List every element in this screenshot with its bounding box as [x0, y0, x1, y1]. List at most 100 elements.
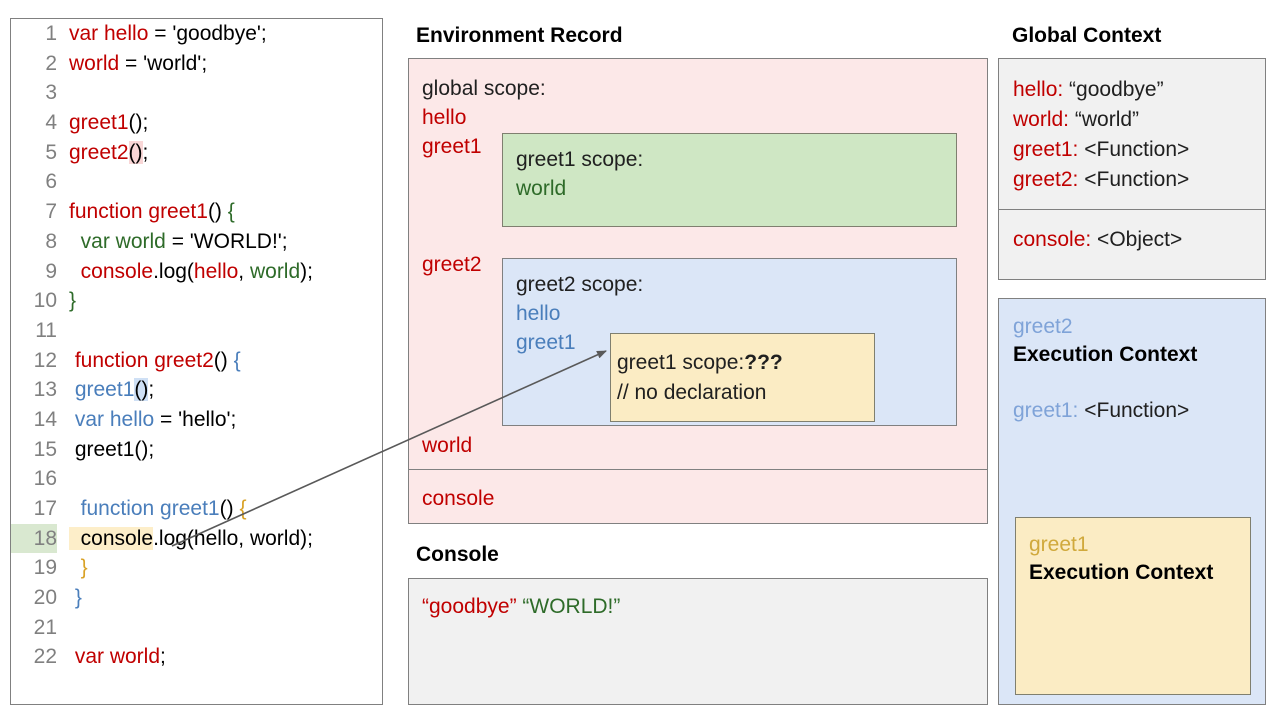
code-token: console: [69, 526, 154, 550]
global-context-title: Global Context: [1012, 24, 1162, 47]
code-line[interactable]: 6: [11, 167, 382, 197]
code-line-text: var world;: [57, 642, 166, 672]
line-number: 13: [33, 378, 57, 402]
greet2-scope-var-hello: hello: [516, 302, 561, 325]
code-token: function greet2: [69, 348, 214, 372]
code-token: hello: [193, 259, 239, 283]
global-context-var-key: greet2:: [1013, 168, 1079, 191]
global-context-variables: hello: “goodbye”world: “world”greet1: <F…: [999, 59, 1265, 210]
code-token: world: [249, 259, 301, 283]
code-line[interactable]: 10}: [11, 286, 382, 316]
greet1-scope-var-world: world: [516, 177, 567, 200]
line-number: 16: [33, 467, 57, 491]
environment-record-global-scope-region: global scope: hello greet1 greet2 world …: [409, 59, 987, 470]
code-token: (): [128, 140, 143, 164]
code-line[interactable]: 20 }: [11, 583, 382, 613]
line-number: 12: [33, 348, 57, 372]
callout-line-1: greet1 scope:???: [617, 348, 874, 378]
code-token: var hello: [69, 407, 155, 431]
line-number: 15: [33, 437, 57, 461]
er-var-hello: hello: [422, 106, 467, 129]
code-token: }: [69, 586, 82, 610]
global-context-var-value: <Function>: [1078, 168, 1190, 191]
console-output-text: “goodbye” “WORLD!”: [422, 595, 620, 619]
code-line-text: greet1();: [57, 435, 154, 465]
er-var-greet1: greet1: [422, 135, 482, 158]
code-line-text: world = 'world';: [57, 49, 207, 79]
console-output-box: “goodbye” “WORLD!”: [408, 578, 988, 705]
code-line[interactable]: 13 greet1();: [11, 375, 382, 405]
greet1-scope-title: greet1 scope:: [516, 148, 644, 171]
code-line[interactable]: 17 function greet1() {: [11, 494, 382, 524]
code-token: = 'world';: [119, 51, 208, 75]
code-line-text: }: [57, 553, 88, 583]
code-token: {: [239, 497, 247, 520]
code-line-text: greet1();: [57, 108, 148, 138]
code-line[interactable]: 15 greet1();: [11, 435, 382, 465]
code-line[interactable]: 12 function greet2() {: [11, 346, 382, 376]
global-context-var-key: world:: [1013, 108, 1070, 131]
code-token: world: [69, 51, 120, 75]
console-output-token: “goodbye”: [422, 595, 517, 618]
code-token: .log(hello, world);: [153, 526, 313, 550]
code-line[interactable]: 9 console.log(hello, world);: [11, 257, 382, 287]
line-number: 6: [45, 170, 57, 194]
code-line[interactable]: 8 var world = 'WORLD!';: [11, 227, 382, 257]
global-context-console-value: <Object>: [1091, 228, 1183, 251]
line-number: 21: [33, 615, 57, 639]
code-line-text: greet2();: [57, 138, 148, 168]
global-context-var-key: hello:: [1013, 78, 1064, 101]
greet2-execution-context-subtitle: Execution Context: [1013, 343, 1198, 366]
line-number: 11: [35, 318, 57, 342]
global-context-var-value: “goodbye”: [1063, 78, 1164, 101]
code-token: = 'WORLD!';: [165, 229, 288, 253]
code-token: ;: [142, 140, 149, 164]
greet2-execution-context-box: greet2 Execution Context greet1: <Functi…: [998, 298, 1266, 705]
global-context-var-key: greet1:: [1013, 138, 1079, 161]
greet2-scope-title: greet2 scope:: [516, 273, 644, 296]
code-line[interactable]: 22 var world;: [11, 642, 382, 672]
line-number: 1: [45, 22, 57, 45]
global-context-console-row: console: <Object>: [999, 210, 1265, 255]
code-token: var world: [69, 645, 161, 669]
greet2-scope-var-greet1: greet1: [516, 331, 576, 354]
greet1-inner-scope-callout: greet1 scope:??? // no declaration: [610, 333, 875, 422]
code-line[interactable]: 21: [11, 613, 382, 643]
environment-record-title: Environment Record: [416, 24, 623, 47]
greet2-ec-binding-value: <Function>: [1078, 399, 1190, 422]
line-number: 19: [33, 556, 57, 580]
callout-line-2: // no declaration: [617, 381, 767, 404]
global-context-console-key: console:: [1013, 228, 1092, 251]
code-line[interactable]: 19 }: [11, 553, 382, 583]
code-token: ();: [128, 111, 149, 135]
code-line-text: console.log(hello, world);: [57, 257, 313, 287]
code-token: function greet1: [69, 200, 208, 224]
line-number: 9: [45, 259, 57, 283]
global-context-var-value: “world”: [1069, 108, 1140, 131]
line-number: 20: [33, 586, 57, 610]
code-token: ,: [238, 259, 250, 283]
code-line[interactable]: 11: [11, 316, 382, 346]
code-line-text: console.log(hello, world);: [57, 524, 313, 554]
code-token: var hello: [69, 22, 149, 45]
global-context-var-row: world: “world”: [1013, 105, 1265, 135]
code-line[interactable]: 14 var hello = 'hello';: [11, 405, 382, 435]
code-token: {: [233, 348, 241, 372]
console-output-token: “WORLD!”: [516, 595, 621, 618]
code-line[interactable]: 3: [11, 78, 382, 108]
global-context-box: hello: “goodbye”world: “world”greet1: <F…: [998, 58, 1266, 280]
code-token: greet1: [69, 111, 129, 135]
code-token: }: [69, 556, 88, 580]
code-line[interactable]: 18 console.log(hello, world);: [11, 523, 382, 554]
code-token: .log(: [153, 259, 194, 283]
global-context-var-row: greet1: <Function>: [1013, 135, 1265, 165]
code-line[interactable]: 16: [11, 464, 382, 494]
line-number: 4: [45, 111, 57, 135]
code-token: function greet1: [69, 497, 220, 520]
